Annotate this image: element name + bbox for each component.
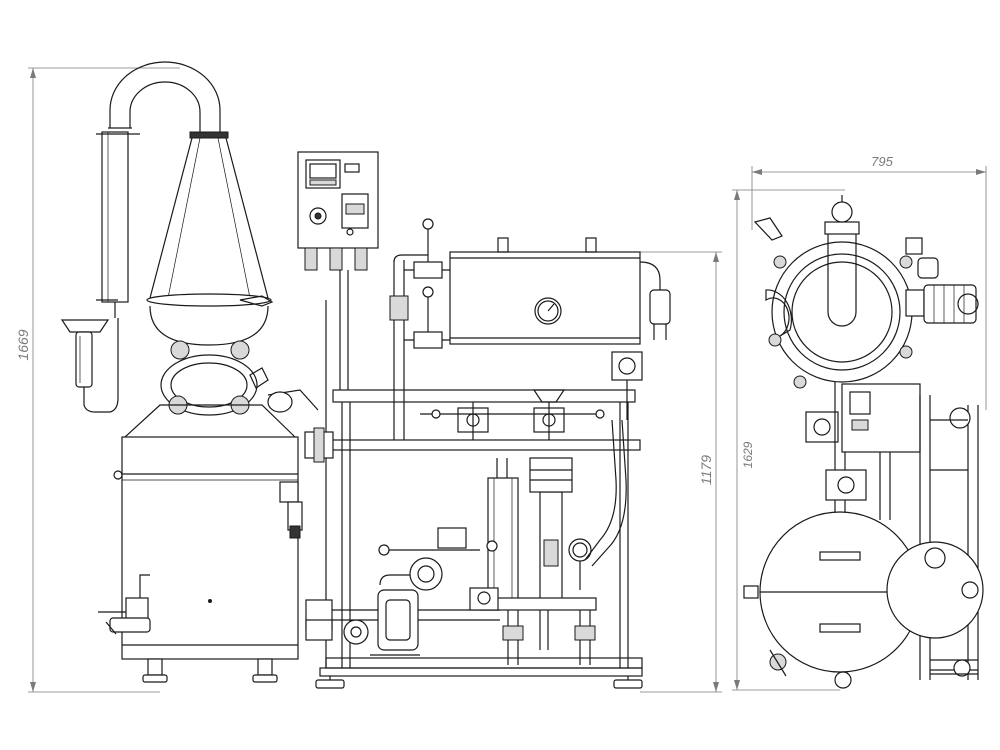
control-knob [309,207,327,225]
pump-icon [409,557,443,591]
dimension-frame-height: 1179 [640,251,722,693]
circulation-pump [377,589,419,651]
side-control-panel [841,383,921,453]
spirit-outlet-funnel [60,319,110,333]
side-pot-top [771,241,913,383]
drain-valve [109,617,151,633]
side-width-label: 795 [871,154,893,169]
lower-pump-icon [343,619,369,645]
side-tank [886,541,984,639]
equipment-frame [315,300,643,689]
bottom-valve [469,587,499,611]
side-height-label: 1629 [741,441,755,468]
still-assembly [60,61,319,683]
frame-height-label: 1179 [698,455,714,485]
hose-fitting [611,351,643,381]
piping [304,218,643,665]
agitator-motor [923,284,977,324]
dimension-side-height: 1629 [732,189,845,691]
sight-glass-assembly [529,457,573,493]
spirit-parrot [75,331,93,388]
side-valve-block [805,411,839,443]
control-panel [297,151,379,390]
pressure-gauge-2-icon [568,538,592,562]
side-valve-cluster [825,469,867,501]
side-view [743,195,984,689]
total-height-label: 1669 [15,329,31,360]
dimension-side-width: 795 [751,154,987,410]
dimension-total-height: 1669 [15,67,180,693]
helmet-collar [189,131,229,139]
steam-tank [449,237,671,345]
valve-upper [413,261,443,279]
condenser-tube [101,131,129,303]
helmet-rim [146,293,272,307]
display-screen [309,163,337,179]
valve-lower [413,331,443,349]
